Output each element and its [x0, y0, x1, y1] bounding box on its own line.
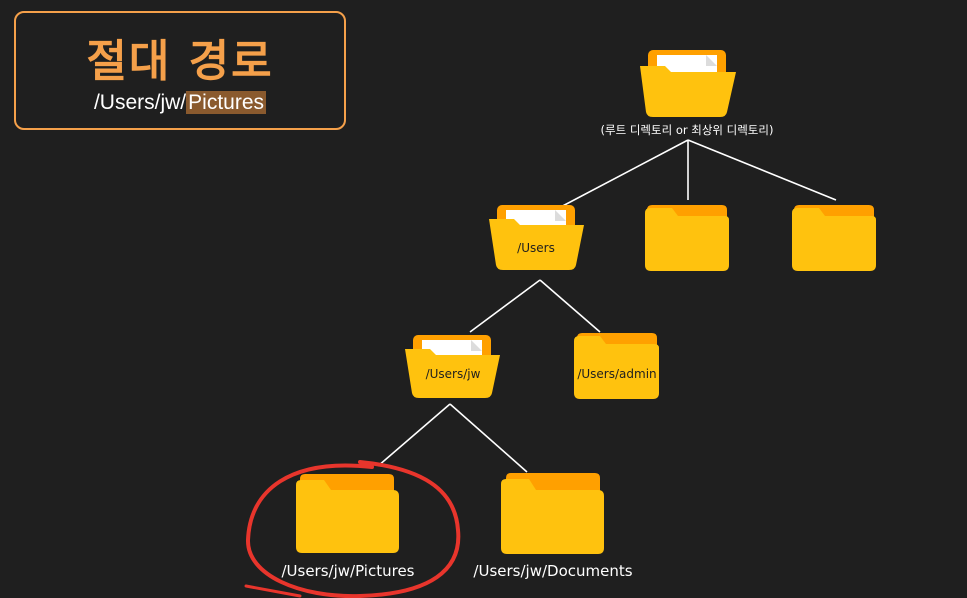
- folder-icon: [574, 333, 659, 399]
- folder-icon: [645, 205, 729, 271]
- documents-folder[interactable]: /Users/jw/Documents: [473, 473, 633, 580]
- users-folder-label: /Users: [517, 241, 555, 255]
- tree-connectors: [377, 139, 837, 473]
- pictures-folder[interactable]: /Users/jw/Pictures: [281, 474, 415, 580]
- pictures-folder-label: /Users/jw/Pictures: [281, 562, 414, 580]
- users-admin-folder-label: /Users/admin: [577, 367, 656, 381]
- absolute-path: /Users/jw/Pictures: [16, 91, 344, 115]
- root-folder-label: (루트 디렉토리 or 최상위 디렉토리): [601, 123, 774, 137]
- page-title: 절대 경로: [86, 36, 274, 87]
- open-folder-icon: [405, 335, 500, 398]
- users-jw-folder[interactable]: /Users/jw: [405, 335, 500, 398]
- root-folder[interactable]: (루트 디렉토리 or 최상위 디렉토리): [601, 50, 774, 137]
- folder-icon: [792, 205, 876, 271]
- title-box: 절대 경로 /Users/jw/Pictures: [14, 11, 346, 130]
- path-highlight: Pictures: [186, 91, 267, 114]
- users-folder[interactable]: /Users: [489, 205, 584, 270]
- documents-folder-label: /Users/jw/Documents: [473, 562, 632, 580]
- path-prefix: /Users/jw/: [93, 91, 187, 114]
- users-admin-folder[interactable]: /Users/admin: [574, 333, 659, 399]
- sibling-folder-1[interactable]: [645, 205, 729, 271]
- folder-icon: [296, 474, 399, 553]
- sibling-folder-2[interactable]: [792, 205, 876, 271]
- highlight-circle: [244, 460, 461, 598]
- folder-icon: [501, 473, 604, 554]
- open-folder-icon: [489, 205, 584, 270]
- users-jw-folder-label: /Users/jw: [426, 367, 481, 381]
- open-folder-icon: [640, 50, 736, 117]
